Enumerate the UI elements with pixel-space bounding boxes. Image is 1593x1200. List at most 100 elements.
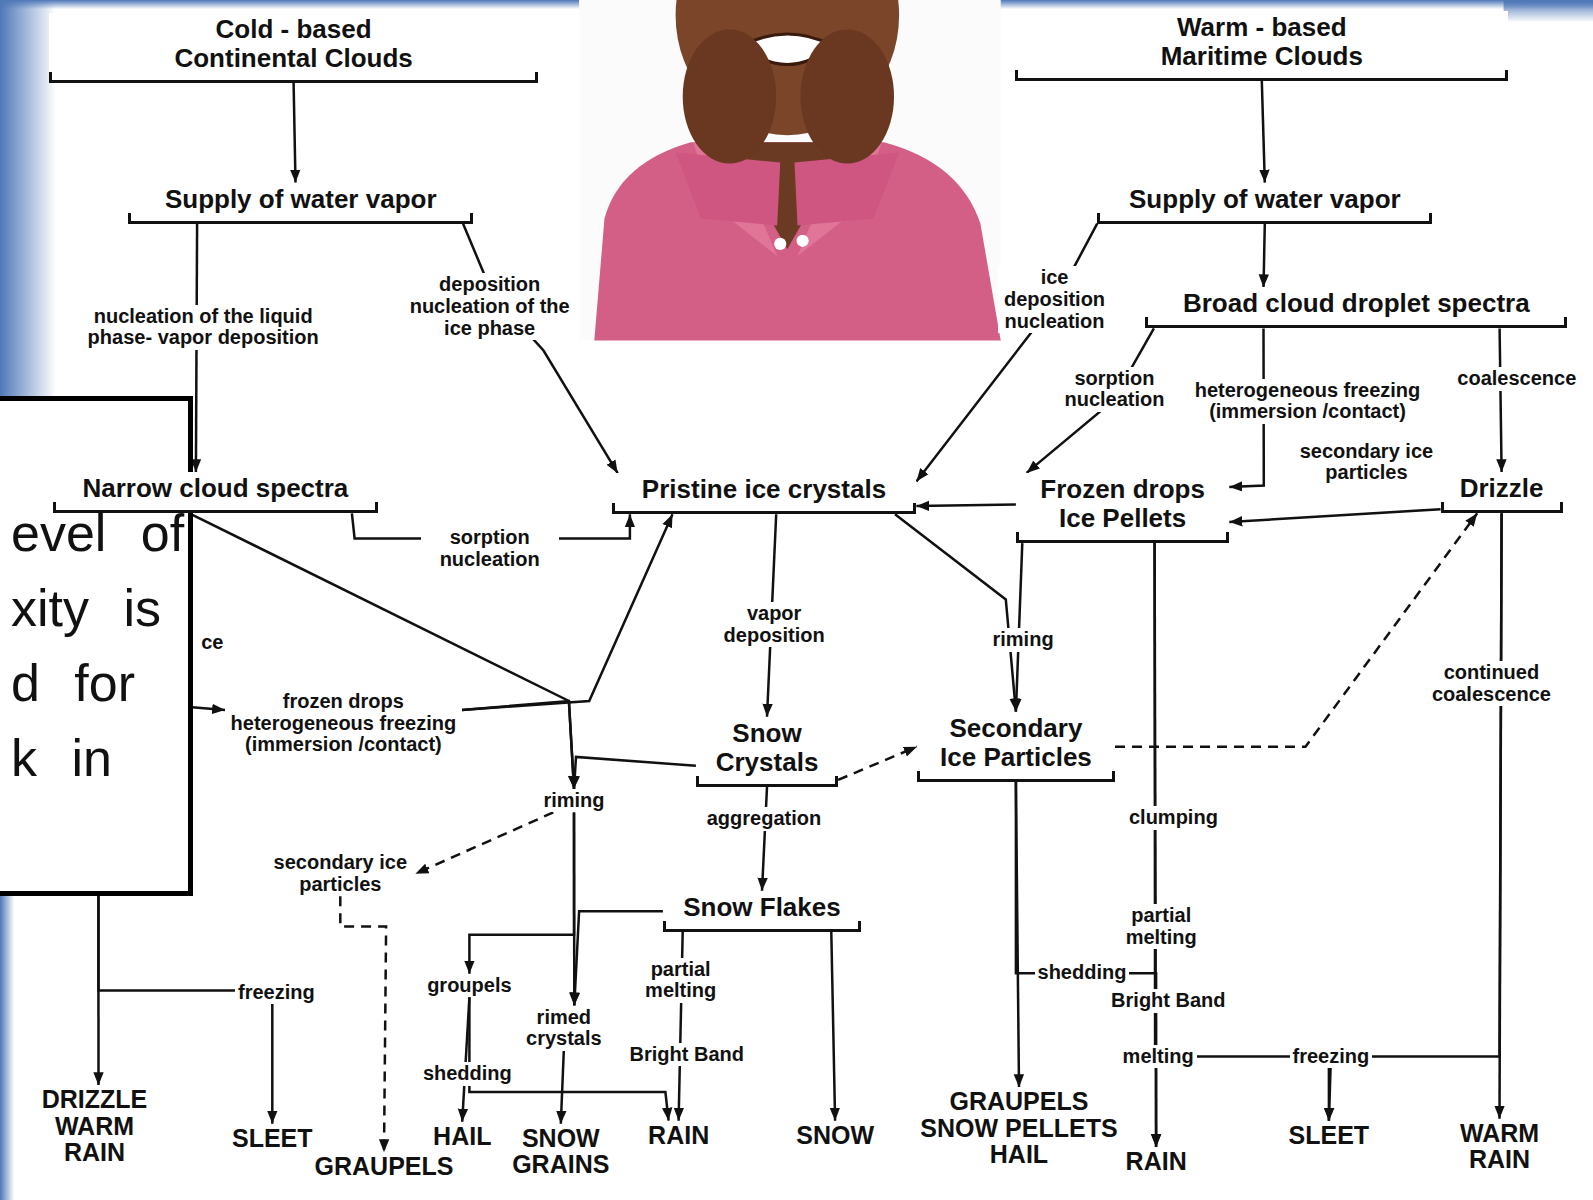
process-label: shedding — [1035, 961, 1130, 985]
stage-heading: Snow Flakes — [663, 891, 861, 932]
process-label: secondary ice particles — [265, 851, 415, 896]
slide-edge-shade — [0, 0, 56, 401]
process-label: sorption nucleation — [421, 526, 559, 571]
note-label: Bright Band — [1108, 989, 1228, 1013]
node-text: DRIZZLE WARM RAIN — [31, 1086, 158, 1165]
node-text: Warm - based Maritime Clouds — [1125, 13, 1399, 71]
process-label: deposition nucleation of the ice phase — [403, 273, 577, 340]
precipitation-type: SNOW — [793, 1121, 877, 1149]
precipitation-type: SLEET — [1286, 1121, 1373, 1149]
photo — [579, 0, 1001, 340]
node-text: SNOW GRAINS — [505, 1125, 617, 1178]
process-label: partial melting — [622, 958, 740, 1003]
precipitation-type: RAIN — [645, 1121, 712, 1149]
process-label: riming — [989, 628, 1056, 652]
node-text: SLEET — [232, 1125, 313, 1151]
node-text: Cold - based Continental Clouds — [156, 15, 430, 73]
process-label: ice deposition nucleation — [998, 266, 1111, 333]
process-label: frozen drops heterogeneous freezing (imm… — [225, 690, 462, 757]
stage-heading: Frozen drops Ice Pellets — [1016, 473, 1229, 543]
connector — [1329, 513, 1502, 1120]
process-label: freezing — [235, 981, 318, 1005]
connector — [895, 514, 1016, 711]
note-label: melting — [1120, 1045, 1197, 1069]
connector — [469, 812, 574, 973]
connector — [462, 701, 574, 789]
precipitation-type: SLEET — [229, 1124, 316, 1152]
note-label: partial melting — [1102, 904, 1220, 949]
photo-shirt — [594, 142, 1000, 340]
node-text: Frozen drops Ice Pellets — [1036, 475, 1209, 533]
process-label: clumping — [1126, 806, 1221, 830]
precipitation-type: GRAUPELS SNOW PELLETS HAIL — [912, 1087, 1126, 1168]
connector — [189, 513, 574, 789]
node-text: secondary ice particles — [269, 852, 411, 895]
connector — [762, 787, 767, 891]
connector — [1262, 81, 1265, 183]
process-label: sorption nucleation — [1056, 367, 1174, 412]
precipitation-type: DRIZZLE WARM RAIN — [28, 1085, 161, 1166]
connector — [561, 1051, 564, 1124]
node-text: RAIN — [1126, 1148, 1187, 1174]
process-label: riming — [539, 789, 608, 813]
node-text: Supply of water vapor — [133, 185, 468, 214]
process-label: coalescence — [1454, 367, 1579, 391]
node-text: Broad cloud droplet spectra — [1150, 289, 1562, 318]
photo-ground — [579, 0, 1001, 340]
connector — [294, 83, 296, 183]
slide-edge-shade — [1504, 0, 1593, 22]
stage-heading: Broad cloud droplet spectra — [1145, 287, 1567, 328]
precipitation-type: HAIL — [430, 1122, 494, 1150]
process-label: continued coalescence — [1412, 661, 1570, 706]
stage-heading: Warm - based Maritime Clouds — [1015, 11, 1508, 81]
node-text: GRAUPELS — [315, 1153, 454, 1179]
slide-edge-shade — [0, 894, 14, 1200]
process-label: nucleation of the liquid phase- vapor de… — [78, 305, 328, 350]
stage-heading: Cold - based Continental Clouds — [49, 13, 539, 83]
node-text: Snow Crystals — [706, 719, 828, 777]
connector — [1500, 328, 1502, 472]
dashed-connector — [1115, 513, 1477, 746]
node-text: riming — [543, 790, 604, 812]
connector — [916, 505, 1016, 507]
connector — [574, 757, 696, 789]
node-text: Supply of water vapor — [1102, 185, 1427, 214]
node-text: Narrow cloud spectra — [58, 474, 373, 503]
node-text: WARM RAIN — [1454, 1120, 1545, 1173]
precipitation-type: SNOW GRAINS — [502, 1124, 620, 1179]
precipitation-type: WARM RAIN — [1451, 1119, 1548, 1174]
node-text: Secondary Ice Particles — [930, 714, 1103, 772]
precipitation-type: RAIN — [1123, 1147, 1190, 1175]
connector — [1264, 224, 1265, 288]
process-label: groupels — [423, 974, 515, 998]
process-label: aggregation — [704, 807, 824, 831]
slide-text-box: evel of xity is d for k in — [0, 396, 193, 896]
connector — [463, 224, 618, 474]
photo-button — [797, 235, 809, 247]
stage-heading: Supply of water vapor — [128, 183, 473, 224]
photo-hand — [683, 29, 776, 163]
dashed-connector — [838, 747, 917, 780]
stage-heading: Pristine ice crystals — [612, 473, 917, 514]
note-label: ce — [198, 631, 226, 655]
process-label: heterogeneous freezing (immersion /conta… — [1178, 379, 1438, 424]
note-label: Bright Band — [627, 1043, 747, 1067]
node-text: SNOW — [796, 1122, 874, 1148]
photo-button — [774, 238, 786, 250]
node-text: frozen drops heterogeneous freezing (imm… — [229, 691, 458, 756]
node-text: SLEET — [1289, 1122, 1370, 1148]
connector — [831, 932, 835, 1121]
process-label: shedding — [420, 1062, 515, 1086]
connector — [1229, 509, 1440, 522]
node-text: GRAUPELS SNOW PELLETS HAIL — [915, 1088, 1123, 1167]
connector — [1155, 543, 1329, 1121]
dashed-connector — [340, 896, 386, 1152]
stage-heading: Drizzle — [1441, 472, 1563, 513]
node-text: RAIN — [648, 1122, 709, 1148]
connector — [573, 812, 576, 1005]
note-label: secondary ice particles — [1292, 440, 1440, 485]
stage-heading: Secondary Ice Particles — [917, 712, 1115, 782]
